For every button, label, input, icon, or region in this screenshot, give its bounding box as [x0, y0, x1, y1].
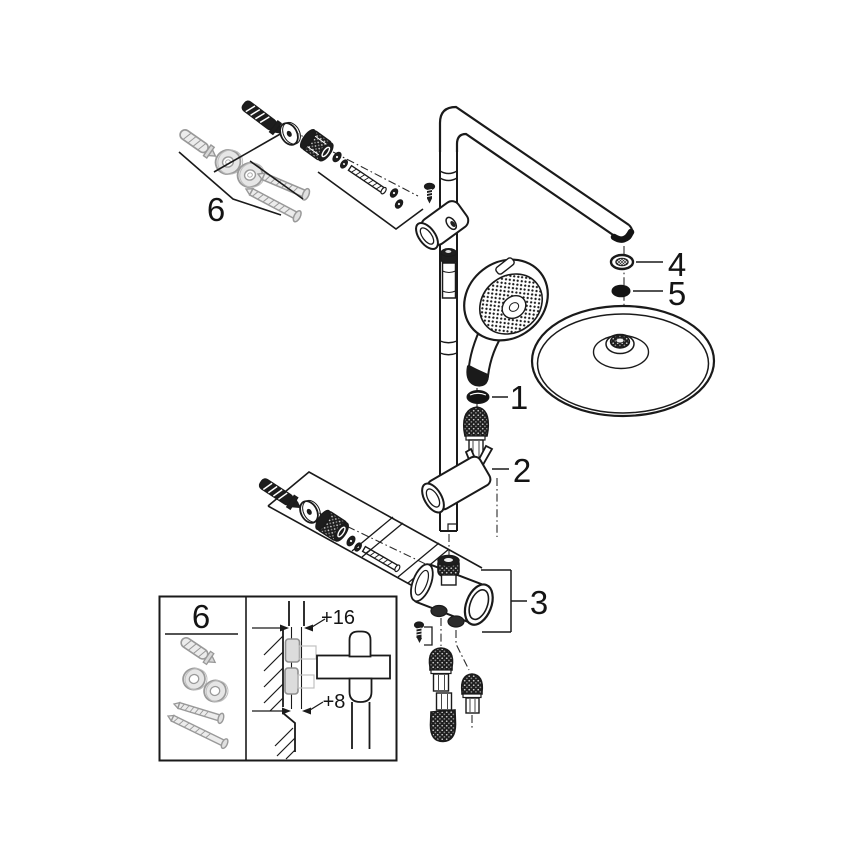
knurled-wall-insert [299, 129, 334, 162]
hand-shower-button [495, 257, 515, 275]
callout-1-label: 1 [510, 379, 528, 416]
arm-end-seal-band [610, 228, 635, 243]
bracket-screw [423, 182, 436, 204]
hand-shower-center-cap [501, 295, 527, 319]
hand-shower [463, 257, 549, 387]
hand-shower-handle-cap [466, 365, 489, 387]
pipe-section-upper [348, 630, 372, 658]
inset-kit-label: 6 [192, 598, 210, 635]
wall-plug-gray [179, 129, 217, 159]
screw-gray [244, 187, 302, 223]
kit-outline [267, 471, 483, 569]
kit-outline [317, 171, 424, 230]
callouts: 1 2 3 4 5 [481, 246, 686, 633]
inset-detail-box: 6 [158, 595, 398, 762]
kit-outline [249, 160, 304, 200]
leader-3 [481, 569, 527, 633]
shower-arm [438, 105, 635, 243]
mounting-kit-bottom [258, 471, 483, 602]
screw-gray [166, 714, 229, 750]
callout-4-label: 4 [668, 246, 686, 283]
diverter-screw [413, 621, 433, 646]
inset-kit-panel: 6 [165, 598, 238, 750]
dim-plus8-label: +8 [323, 691, 346, 713]
head-shower [530, 253, 716, 418]
dimension-plus16: +16 [252, 607, 355, 632]
rail-pipe-section [288, 601, 305, 626]
diverter-top-port [437, 554, 460, 586]
o-ring-part5 [611, 284, 631, 298]
small-nut [339, 159, 349, 169]
spacer-washer-gray [203, 679, 229, 703]
callout-6-label: 6 [207, 191, 225, 228]
wall-bracket [415, 182, 470, 251]
spacer-washer-gray [182, 667, 208, 691]
washer-disc [279, 121, 301, 146]
dimension-plus8: +8 [252, 691, 345, 715]
inset-wall-section: +16 +8 [252, 601, 391, 760]
head-shower-plate [530, 304, 716, 418]
kit-outline [213, 128, 290, 173]
wall-plug-gray [180, 636, 217, 666]
spacer-section [284, 667, 299, 695]
hose-connectors [428, 647, 484, 743]
washer-disc [299, 499, 321, 524]
wall-face-lower [282, 712, 296, 752]
knurled-wall-insert [315, 509, 349, 542]
pipe-section-lower [348, 677, 373, 703]
mounting-kit-top [241, 100, 424, 230]
hose-connector-a [428, 647, 457, 743]
wall-hatching-upper [263, 635, 284, 712]
callout-2-label: 2 [513, 452, 531, 489]
mesh-washer-part4 [609, 253, 635, 271]
hose-connector-b [460, 673, 484, 714]
anchor-screw [241, 100, 284, 136]
small-nut [332, 151, 342, 163]
rail-connector [440, 248, 458, 299]
diverter-bottom-port [447, 615, 465, 628]
kit-outline [351, 516, 450, 584]
kit-outline [178, 151, 282, 216]
spacer-section [284, 638, 301, 663]
spacer-washer-gray [236, 162, 266, 188]
dim-plus16-label: +16 [321, 607, 355, 629]
spare-mounting-kit: 6 [178, 128, 311, 228]
diverter-bottom-port [430, 604, 448, 618]
glide-holder [421, 444, 494, 514]
callout-5-label: 5 [668, 275, 686, 312]
anchor-screw [258, 478, 302, 511]
diverter-valve [410, 554, 494, 628]
screw-gray [256, 172, 311, 201]
threaded-rod [347, 164, 387, 195]
small-nut [346, 535, 356, 547]
wall-hatching-lower [274, 727, 296, 760]
hose-gasket-part1 [466, 390, 490, 404]
small-nut [394, 199, 404, 209]
bracket-section [316, 654, 391, 680]
callout-3-label: 3 [530, 584, 548, 621]
small-nut [389, 188, 399, 198]
screw-gray [172, 701, 225, 725]
